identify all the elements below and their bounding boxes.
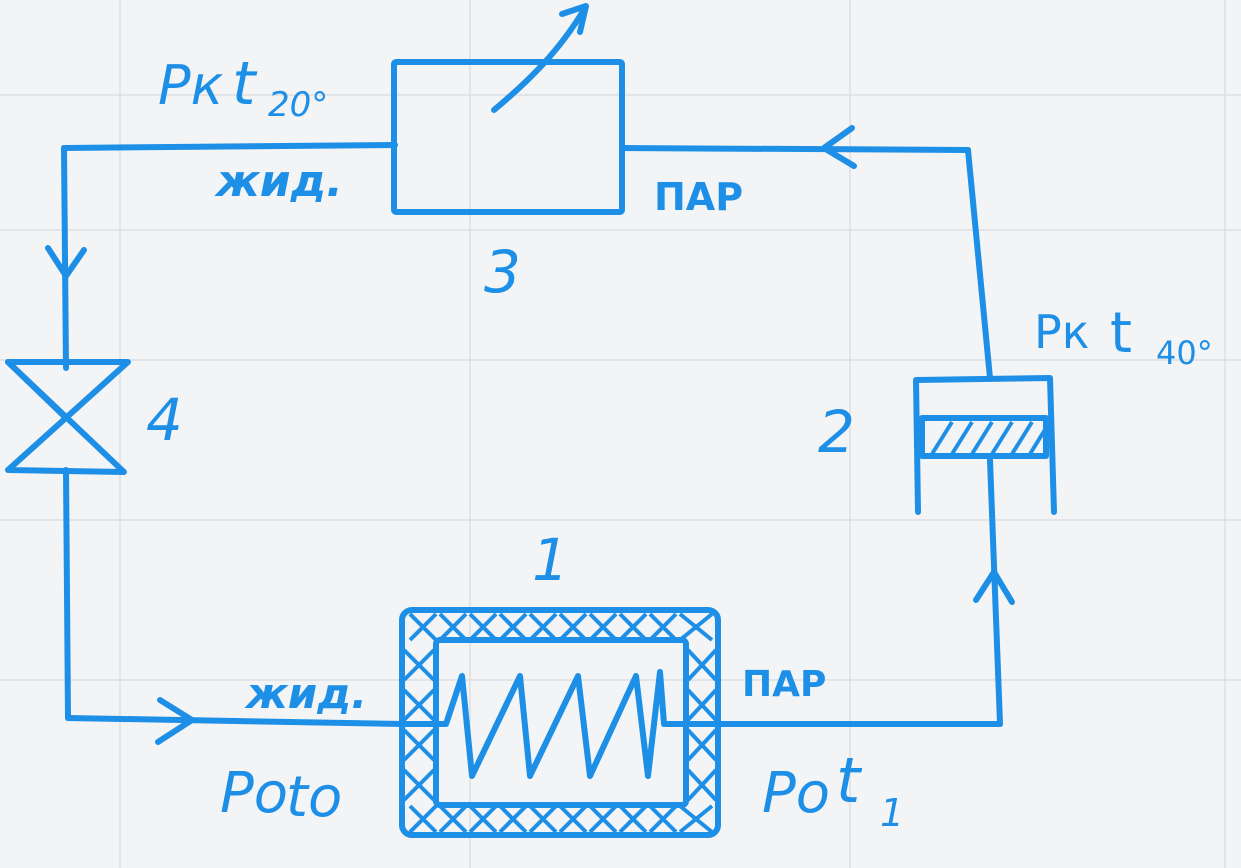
label-top-left-pk: Pк <box>158 54 224 117</box>
compressor-piston <box>919 415 1049 459</box>
label-bottom-right-state: ПАР <box>742 664 826 705</box>
label-top-left-temp: 20° <box>268 85 328 125</box>
condenser <box>391 3 625 215</box>
evaporator-inner-box <box>433 637 689 808</box>
pipe-top-left <box>61 142 398 151</box>
compressor-cylinder <box>913 375 1057 515</box>
label-right-temp: 40° <box>1156 334 1213 372</box>
piston-hatch <box>930 420 1048 456</box>
label-bottom-right-p: Pо <box>762 761 830 826</box>
number-1: 1 <box>532 526 569 594</box>
heat-out-arrowhead-icon <box>559 3 589 35</box>
condenser-box <box>391 59 625 215</box>
label-right-t: t <box>1110 301 1132 366</box>
label-top-right-state: ПАР <box>654 175 743 219</box>
arrow-left-top-icon <box>821 125 857 169</box>
label-bottom-left-t: tо <box>286 765 342 830</box>
pipe-left-upper <box>61 145 69 371</box>
label-bottom-right-sub: 1 <box>880 791 904 835</box>
label-bottom-right-t: t <box>836 744 863 817</box>
expansion-valve <box>5 359 131 475</box>
pipe-top-right <box>619 145 971 153</box>
number-4: 4 <box>146 386 183 454</box>
number-2: 2 <box>818 398 855 466</box>
arrow-right-bottom-icon <box>155 697 195 745</box>
pipe-loop <box>61 142 1003 727</box>
number-3: 3 <box>484 238 521 306</box>
label-top-left-state: жид. <box>214 156 343 207</box>
pipe-compressor-rod <box>987 457 1003 727</box>
label-right-pk: Pк <box>1034 305 1090 359</box>
arrow-up-right-icon <box>973 569 1015 605</box>
compressor <box>913 375 1057 515</box>
label-bottom-left-p: Pо <box>220 761 288 826</box>
heat-out-arrow-icon <box>491 5 588 113</box>
pipe-left-lower <box>63 467 71 721</box>
pipe-right-vertical <box>965 147 993 381</box>
label-top-left-t: t <box>232 49 258 119</box>
valve-icon <box>5 359 131 475</box>
insulation-hatch <box>402 612 718 834</box>
pipe-bottom-left <box>65 715 407 727</box>
label-bottom-left-state: жид. <box>244 669 367 718</box>
arrow-down-left-icon <box>45 245 87 279</box>
state-labels: Pк t 20° жид. ПАР Pк t 40° жид. ПАР Pо t… <box>158 49 1213 835</box>
component-numbers: 1 2 3 4 <box>146 238 855 594</box>
evaporator-coil <box>401 669 719 779</box>
flow-arrows <box>45 125 1015 745</box>
evaporator <box>399 607 721 838</box>
